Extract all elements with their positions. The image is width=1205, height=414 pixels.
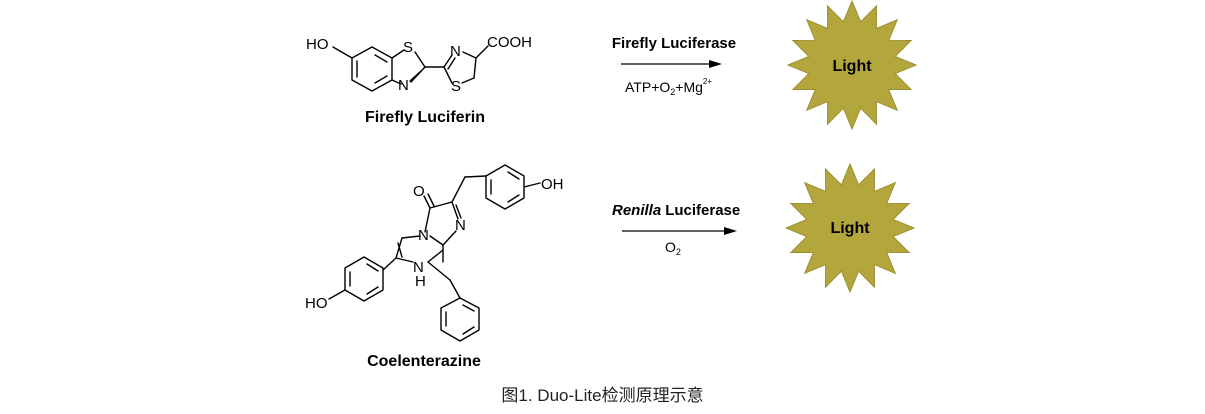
starburst-shape	[786, 0, 918, 131]
atom-nh-n: N	[413, 259, 424, 276]
atom-nh-h: H	[415, 273, 426, 290]
hydroxyl-bond	[332, 46, 353, 59]
light-burst-1: Light	[786, 0, 918, 131]
atom-s-thiazoline: S	[451, 78, 461, 95]
figure-caption: 图1. Duo-Lite检测原理示意	[501, 386, 704, 405]
atp-o2-mg-label: ATP+O2+Mg2+	[625, 77, 712, 97]
light-label-2: Light	[830, 220, 870, 237]
o2-label: O2	[665, 239, 681, 257]
atom-s-thiazole: S	[403, 39, 413, 56]
atom-ho-left: HO	[305, 295, 328, 312]
atom-n-thiazoline: N	[450, 43, 461, 60]
atom-ho: HO	[306, 36, 329, 53]
left-phenol-ring	[344, 256, 384, 302]
reaction-arrow-1: Firefly Luciferase ATP+O2+Mg2+	[612, 35, 736, 97]
top-phenol-ring	[485, 164, 525, 210]
atom-o-carbonyl: O	[413, 183, 425, 200]
light-label-1: Light	[832, 58, 872, 75]
atom-n-thiazole: N	[398, 77, 409, 94]
atom-cooh: COOH	[487, 34, 532, 51]
firefly-luciferin-label: Firefly Luciferin	[365, 109, 485, 126]
firefly-luciferase-label: Firefly Luciferase	[612, 35, 736, 52]
benzyl-ring	[440, 297, 480, 342]
benzothiazole-benzene-ring	[351, 46, 393, 92]
atom-oh-top: OH	[541, 176, 564, 193]
firefly-luciferin-structure: HO S N N S COOH	[306, 34, 532, 95]
coelenterazine-label: Coelenterazine	[367, 353, 481, 370]
light-burst-2: Light	[784, 162, 916, 294]
starburst-shape	[784, 162, 916, 294]
coelenterazine-structure: OH O N N N H HO	[305, 164, 564, 342]
atom-n-bridge: N	[418, 227, 429, 244]
atom-n-ring: N	[455, 217, 466, 234]
